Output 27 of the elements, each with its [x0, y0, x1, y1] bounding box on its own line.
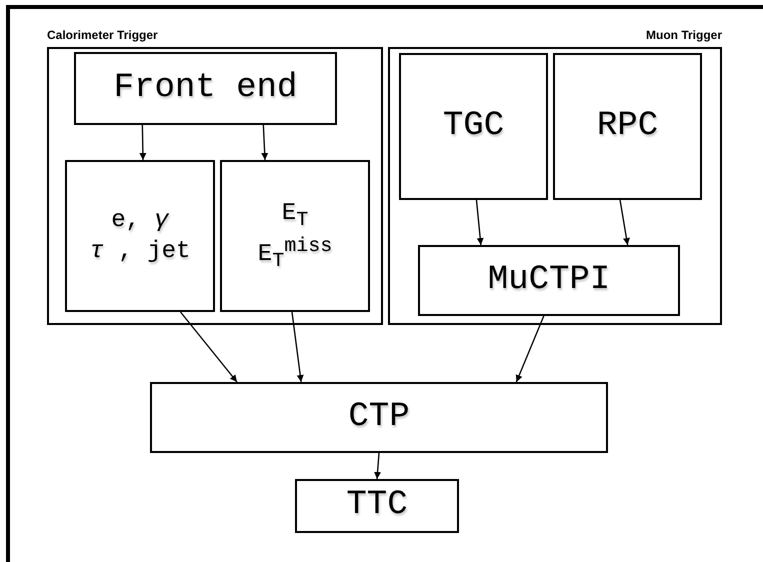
arrow — [180, 312, 238, 382]
group-heading: Muon Trigger — [646, 28, 722, 42]
group-heading: Calorimeter Trigger — [47, 28, 158, 42]
process-box — [553, 53, 702, 200]
process-box — [295, 479, 459, 533]
box-label: TGC — [442, 106, 504, 146]
process-box — [418, 245, 680, 316]
box-label: e, γ — [111, 206, 169, 236]
arrow — [261, 124, 268, 160]
process-box — [220, 160, 370, 312]
arrow — [516, 316, 544, 382]
box-label: Front end — [114, 68, 298, 108]
arrow — [374, 452, 382, 480]
box-label: CTP — [348, 398, 410, 438]
process-box — [150, 382, 608, 453]
box-label: RPC — [596, 106, 658, 146]
arrow — [619, 200, 630, 246]
box-label: TTC — [346, 486, 408, 526]
box-label: τ , jet — [90, 237, 190, 267]
box-label: E$_{T}$ — [282, 198, 308, 234]
box-label: MuCTPI — [488, 260, 610, 300]
process-box — [399, 53, 548, 200]
process-box — [65, 160, 215, 312]
arrow — [291, 312, 304, 382]
arrow — [139, 124, 146, 160]
arrow — [476, 200, 484, 246]
process-box — [74, 52, 337, 125]
